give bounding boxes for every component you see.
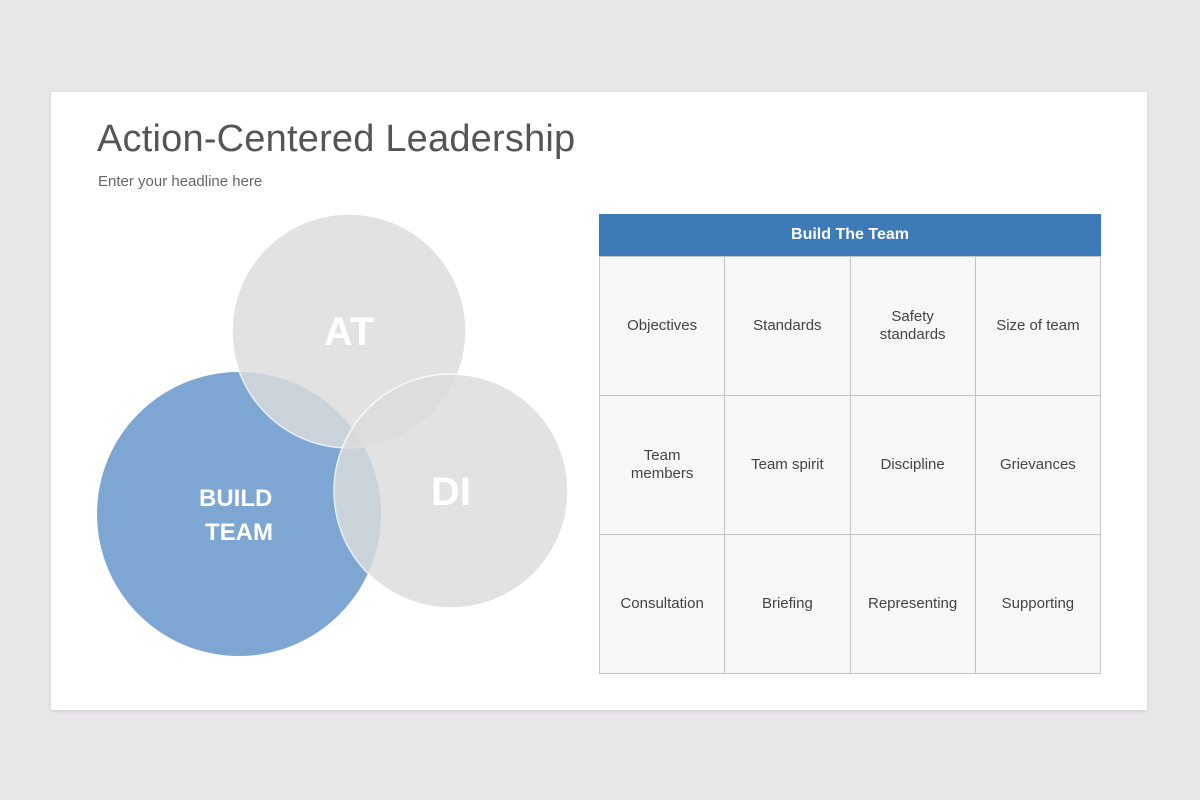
table-cell: Discipline [850, 396, 976, 535]
slide-title: Action-Centered Leadership [97, 118, 576, 160]
venn-label-di: DI [431, 470, 471, 514]
table-cell: Team members [600, 396, 726, 535]
table-cell: Standards [725, 257, 851, 396]
table-cell: Representing [850, 535, 976, 674]
venn-circle-di [333, 373, 569, 609]
venn-circle-build-team [97, 372, 381, 656]
table-grid: Objectives Standards Safety standards Si… [599, 256, 1101, 674]
table-cell: Size of team [975, 257, 1101, 396]
build-the-team-table: Build The Team Objectives Standards Safe… [599, 214, 1101, 674]
venn-label-at: AT [324, 310, 374, 354]
table-cell: Consultation [600, 535, 726, 674]
slide-subtitle: Enter your headline here [98, 173, 263, 190]
table-cell: Objectives [600, 257, 726, 396]
table-cell: Safety standards [850, 257, 976, 396]
venn-label-build-team: BUILD TEAM [199, 485, 279, 546]
table-cell: Briefing [725, 535, 851, 674]
table-header: Build The Team [599, 214, 1101, 256]
table-cell: Team spirit [725, 396, 851, 535]
slide: Action-Centered Leadership Enter your he… [51, 92, 1147, 710]
table-cell: Grievances [975, 396, 1101, 535]
table-cell: Supporting [975, 535, 1101, 674]
venn-diagram: AT BUILD TEAM DI [51, 92, 611, 710]
